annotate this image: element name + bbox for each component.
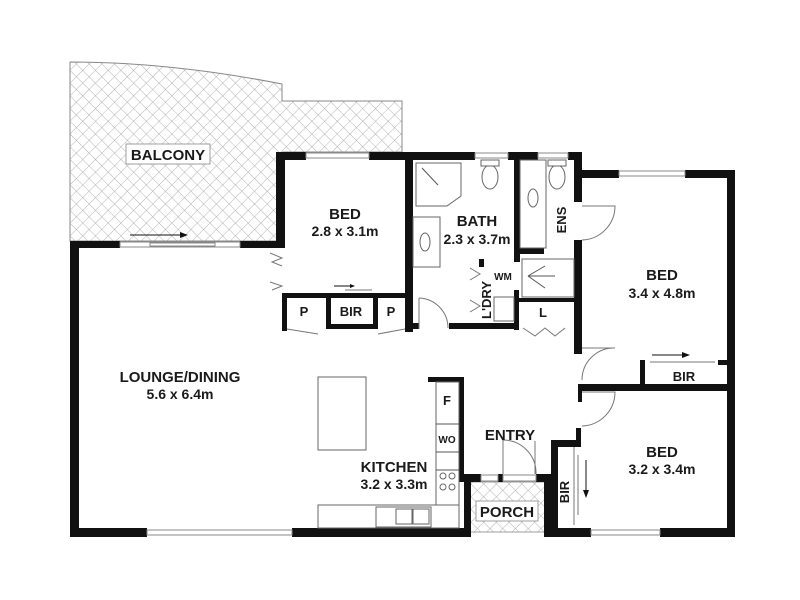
doors [269,205,715,525]
windows [119,152,686,536]
room-label-bed1: BED [329,206,361,223]
sliding-arrows [130,232,690,498]
room-dims-bath: 2.3 x 3.7m [444,231,511,247]
room-dims-bed1: 2.8 x 3.1m [312,223,379,239]
room-dims-bed2: 3.4 x 4.8m [629,285,696,301]
room-labels: BALCONY BED 2.8 x 3.1m BATH 2.3 x 3.7m E… [120,143,696,522]
room-label-porch: PORCH [480,504,534,521]
room-label-lounge: LOUNGE/DINING [120,369,241,386]
label-fridge: F [443,393,451,408]
room-label-kitchen: KITCHEN [361,459,428,476]
fixtures [317,159,575,529]
label-pantry-left: P [300,304,309,319]
room-dims-kitchen: 3.2 x 3.3m [361,476,428,492]
room-label-bed3: BED [646,444,678,461]
room-label-entry: ENTRY [485,427,535,444]
room-dims-lounge: 5.6 x 6.4m [147,386,214,402]
room-label-bed2: BED [646,267,678,284]
label-bir-bed3: BIR [557,480,572,503]
label-washing-machine: WM [494,272,512,283]
room-label-ens: ENS [554,206,569,233]
label-laundry: L'DRY [479,281,494,319]
walls [70,152,735,537]
room-dims-bed3: 3.2 x 3.4m [629,461,696,477]
label-bir-bed1: BIR [340,304,363,319]
label-linen: L [539,305,547,320]
storage-labels: P BIR P L'DRY WM L BIR BIR F WO [300,272,696,503]
label-bir-bed2: BIR [673,369,696,384]
room-label-balcony: BALCONY [131,147,205,164]
label-pantry-right: P [387,304,396,319]
room-label-bath: BATH [457,213,498,230]
label-wall-oven: WO [438,435,455,446]
